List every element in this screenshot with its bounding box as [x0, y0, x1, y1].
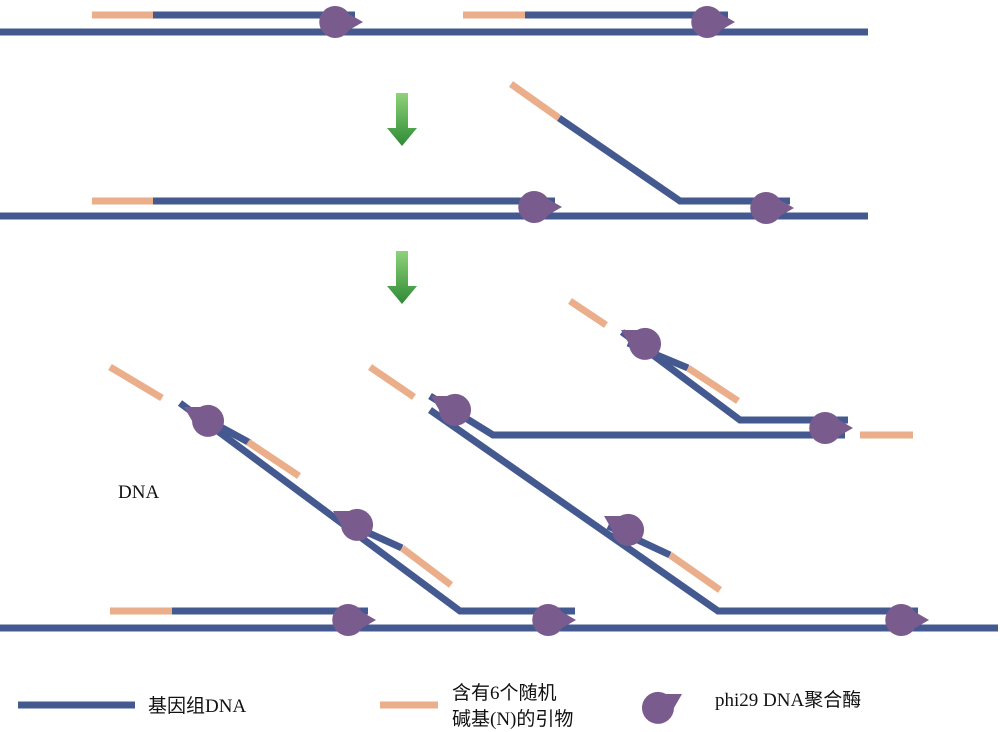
down-arrow-icon — [387, 251, 417, 304]
displaced-strand — [427, 407, 918, 615]
legend-polymerase-label: phi29 DNA聚合酶 — [715, 689, 861, 711]
polymerase-icon — [325, 497, 379, 547]
primer — [399, 545, 454, 588]
primer — [667, 552, 723, 593]
legend-primer-label-line1: 含有6个随机 — [452, 682, 557, 704]
displaced-strand — [428, 393, 845, 439]
primer — [686, 365, 740, 404]
stage-2 — [0, 81, 868, 224]
primer — [508, 81, 562, 121]
legend: 基因组DNA 含有6个随机 碱基(N)的引物 phi29 DNA聚合酶 — [18, 680, 861, 730]
legend-polymerase-icon — [636, 680, 690, 730]
displaced-strand — [557, 115, 790, 205]
stage-1 — [0, 6, 868, 39]
primer — [568, 298, 608, 328]
dna-label: DNA — [118, 482, 159, 503]
primer — [368, 364, 416, 400]
legend-primer-label-line2: 碱基(N)的引物 — [452, 708, 573, 730]
primer — [246, 439, 301, 479]
down-arrow-icon — [387, 93, 417, 146]
stage-3: DNA — [0, 298, 998, 636]
primer — [108, 363, 164, 402]
legend-genomic-dna-label: 基因组DNA — [148, 695, 246, 717]
polymerase-icon — [423, 382, 477, 432]
